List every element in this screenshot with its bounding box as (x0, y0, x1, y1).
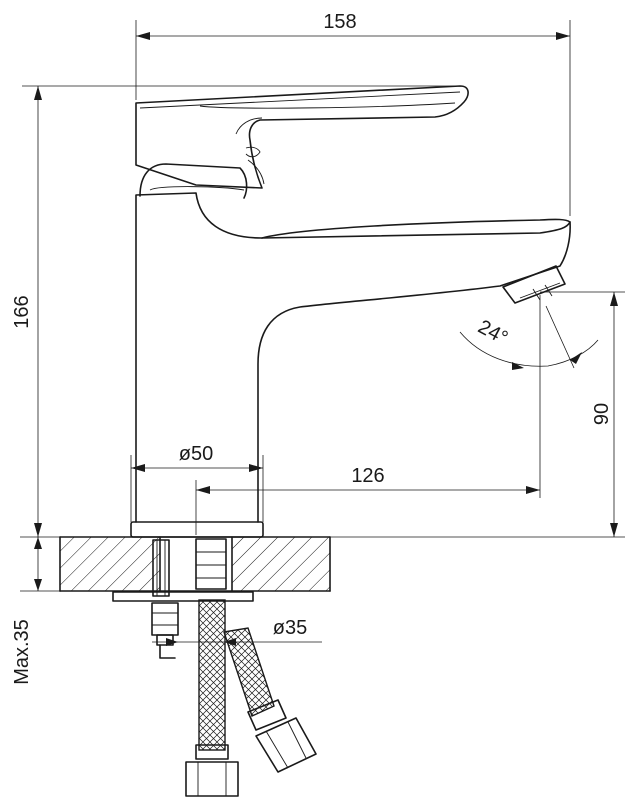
mounting-hardware (112, 539, 254, 659)
dimension-spout-reach: 126 (195, 295, 541, 535)
dimension-base-diameter: ø50 (130, 443, 264, 522)
dimension-label-base-diameter: ø50 (179, 443, 213, 465)
base-ring (130, 521, 264, 538)
dimension-label-spout-reach: 126 (351, 465, 384, 487)
countertop-hatch-right (232, 537, 330, 591)
dimension-label-height-total: 166 (11, 295, 33, 328)
handle-collar (139, 163, 248, 199)
supply-hoses (185, 538, 317, 797)
dimension-width-total: 158 (135, 11, 571, 216)
dimension-height-total: 166 (11, 85, 460, 537)
dimension-label-width-total: 158 (323, 11, 356, 33)
aerator (502, 265, 566, 304)
countertop (59, 536, 331, 592)
dimension-aerator-angle: 24° (459, 305, 599, 370)
lever-handle (135, 85, 469, 189)
dimension-label-spout-height: 90 (591, 403, 613, 425)
dimension-label-max-thickness: Max.35 (11, 619, 33, 685)
dimension-max-thickness: Max.35 (11, 536, 60, 685)
countertop-hatch-left (60, 537, 160, 591)
dimension-spout-height: 90 (330, 291, 625, 538)
dimension-label-aerator-angle: 24° (474, 316, 511, 350)
dimension-label-mount-diameter: ø35 (273, 617, 307, 639)
dimension-mount-diameter: ø35 (152, 617, 322, 646)
body-outline (135, 192, 571, 523)
faucet-body (130, 163, 571, 538)
